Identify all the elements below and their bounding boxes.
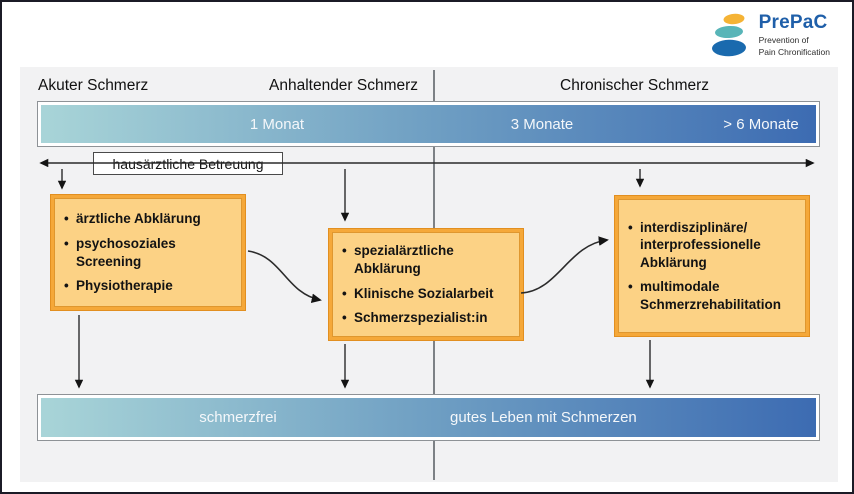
bullet-dot: • xyxy=(64,278,69,294)
list-item: • psychosoziales Screening xyxy=(64,235,238,270)
phase-header-persistent: Anhaltender Schmerz xyxy=(269,77,419,94)
stacked-stones-icon xyxy=(711,13,746,57)
timeline-duration-bar: 1 Monat 3 Monate > 6 Monate xyxy=(37,101,820,147)
bullet-dot: • xyxy=(342,285,347,301)
bullet-dot: • xyxy=(64,211,69,227)
bullet-dot: • xyxy=(342,310,347,326)
list-item: • spezialärztliche Abklärung xyxy=(342,242,516,277)
treatment-item: interdisziplinäre/ interprofessionelle A… xyxy=(640,219,761,270)
brand-subtitle-line1: Prevention of xyxy=(758,35,809,46)
list-item: • Schmerzspezialist:in xyxy=(342,309,516,327)
brand-name: PrePaC xyxy=(758,12,828,34)
treatment-item: Schmerzspezialist:in xyxy=(354,310,488,326)
treatment-item: spezialärztliche Abklärung xyxy=(354,243,454,276)
duration-label-3-months: 3 Monate xyxy=(510,115,574,133)
primary-care-label: hausärztliche Betreuung xyxy=(93,152,283,175)
duration-label-6-months: > 6 Monate xyxy=(723,115,799,133)
treatment-box-chronic: • interdisziplinäre/ interprofessionelle … xyxy=(614,195,810,337)
prepac-logo: PrePaC Prevention of Pain Chronification xyxy=(706,11,830,59)
diagram-panel: Akuter Schmerz Anhaltender Schmerz Chron… xyxy=(20,67,838,482)
treatment-item: psychosoziales Screening xyxy=(76,235,176,269)
phase-header-acute: Akuter Schmerz xyxy=(38,77,149,94)
treatment-item: Physiotherapie xyxy=(76,278,173,294)
treatment-item: ärztliche Abklärung xyxy=(76,211,201,227)
bullet-dot: • xyxy=(64,235,69,251)
brand-subtitle-line2: Pain Chronification xyxy=(758,46,830,57)
list-item: • multimodale Schmerzrehabilitation xyxy=(628,278,802,313)
outcome-label-painfree: schmerzfrei xyxy=(199,409,277,426)
list-item: • ärztliche Abklärung xyxy=(64,210,238,228)
duration-label-1-month: 1 Monat xyxy=(249,115,305,133)
list-item: • Physiotherapie xyxy=(64,277,238,295)
treatment-box-persistent: • spezialärztliche Abklärung • Klinische S… xyxy=(328,228,524,341)
treatment-item: Klinische Sozialarbeit xyxy=(354,285,494,301)
treatment-box-acute: • ärztliche Abklärung • psychosoziales Scr… xyxy=(50,194,246,311)
treatment-item: multimodale Schmerzrehabilitation xyxy=(640,279,782,312)
outcome-label-good-life: gutes Leben mit Schmerzen xyxy=(450,409,637,426)
bullet-dot: • xyxy=(628,219,633,235)
outcome-bar: schmerzfrei gutes Leben mit Schmerzen xyxy=(37,394,820,441)
list-item: • interdisziplinäre/ interprofessionelle … xyxy=(628,219,802,272)
list-item: • Klinische Sozialarbeit xyxy=(342,285,516,303)
phase-header-chronic: Chronischer Schmerz xyxy=(560,77,710,94)
bullet-dot: • xyxy=(342,243,347,259)
bullet-dot: • xyxy=(628,279,633,295)
